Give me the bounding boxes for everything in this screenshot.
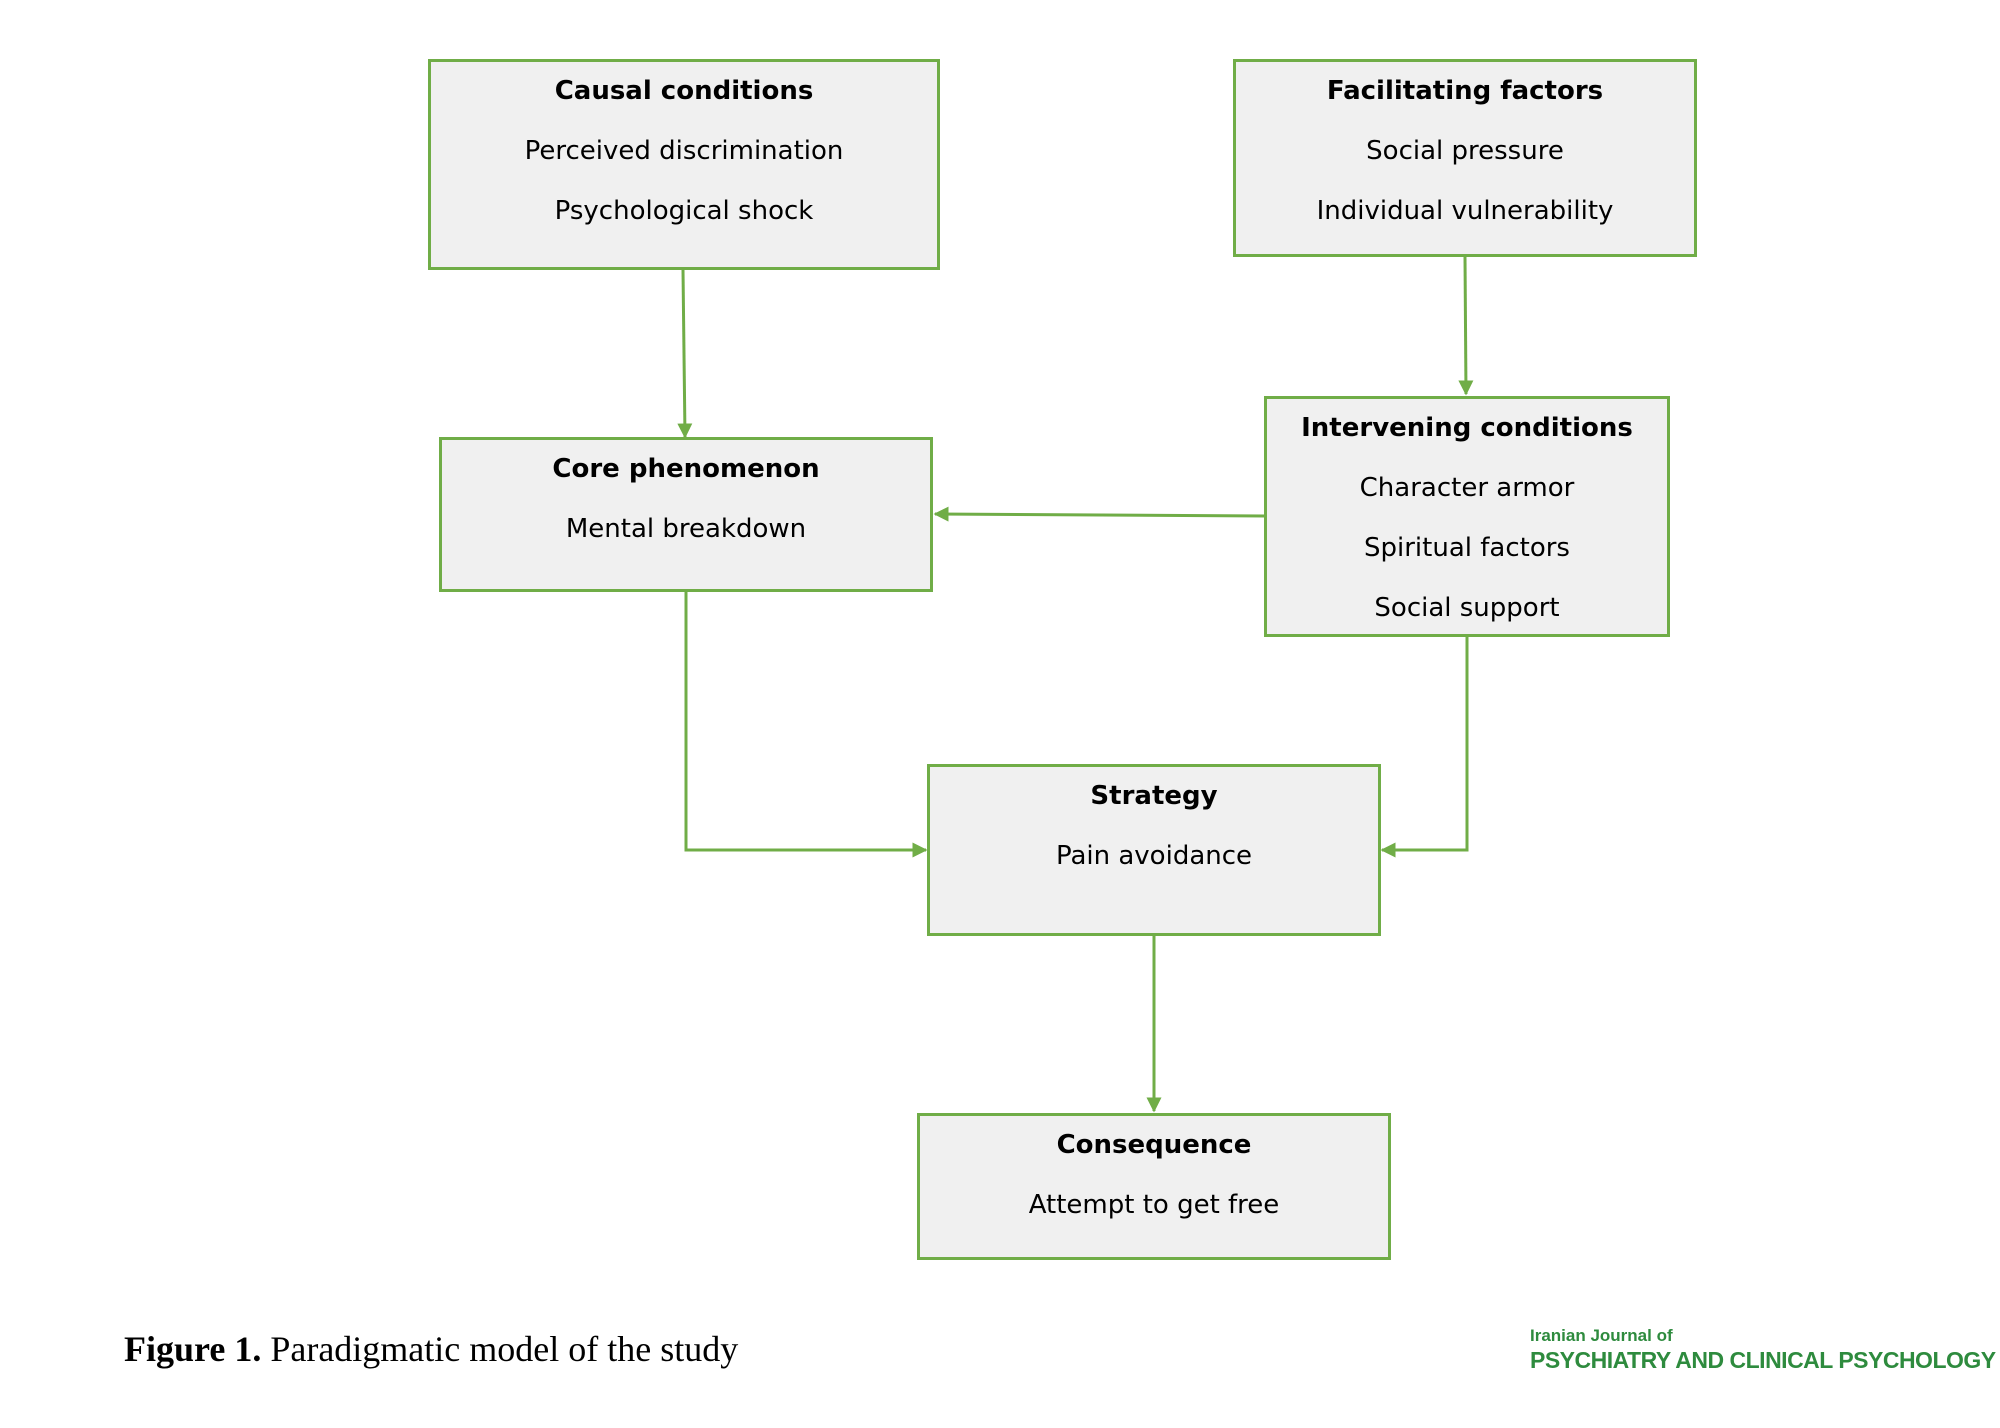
facilitating-factors-box: Facilitating factors Social pressure Ind… [1233,59,1697,257]
box-item: Pain avoidance [1055,841,1253,871]
box-title: Consequence [1056,1130,1252,1160]
figure-caption-text: Paradigmatic model of the study [270,1329,739,1369]
box-item: Perceived discrimination [524,136,844,166]
box-title: Strategy [1090,781,1218,811]
arrow-causal-to-core [677,269,693,439]
box-item: Character armor [1359,473,1575,503]
box-item: Psychological shock [554,196,814,226]
strategy-box: Strategy Pain avoidance [927,764,1381,936]
box-item: Social pressure [1366,136,1564,166]
arrow-core-to-strategy [684,592,928,858]
box-title: Facilitating factors [1326,76,1604,106]
figure-label: Figure 1. [124,1329,262,1369]
core-phenomenon-box: Core phenomenon Mental breakdown [439,437,933,592]
box-item: Attempt to get free [1028,1190,1280,1220]
figure-caption: Figure 1. Paradigmatic model of the stud… [124,1328,738,1370]
box-item: Mental breakdown [565,514,807,544]
arrow-intervening-to-strategy [1380,637,1469,858]
box-item: Individual vulnerability [1316,196,1614,226]
intervening-conditions-box: Intervening conditions Character armor S… [1264,396,1670,637]
box-item: Social support [1374,593,1560,623]
journal-line1: Iranian Journal of [1530,1326,1673,1345]
arrow-intervening-to-core [933,506,1266,522]
journal-logo: Iranian Journal of PSYCHIATRY AND CLINIC… [1530,1326,1996,1374]
box-title: Intervening conditions [1301,413,1633,443]
consequence-box: Consequence Attempt to get free [917,1113,1391,1260]
arrow-facilitating-to-intervening [1458,256,1474,396]
causal-conditions-box: Causal conditions Perceived discriminati… [428,59,940,270]
journal-line2: PSYCHIATRY AND CLINICAL PSYCHOLOGY [1530,1347,1996,1373]
box-title: Causal conditions [554,76,814,106]
box-item: Spiritual factors [1364,533,1570,563]
box-title: Core phenomenon [552,454,820,484]
